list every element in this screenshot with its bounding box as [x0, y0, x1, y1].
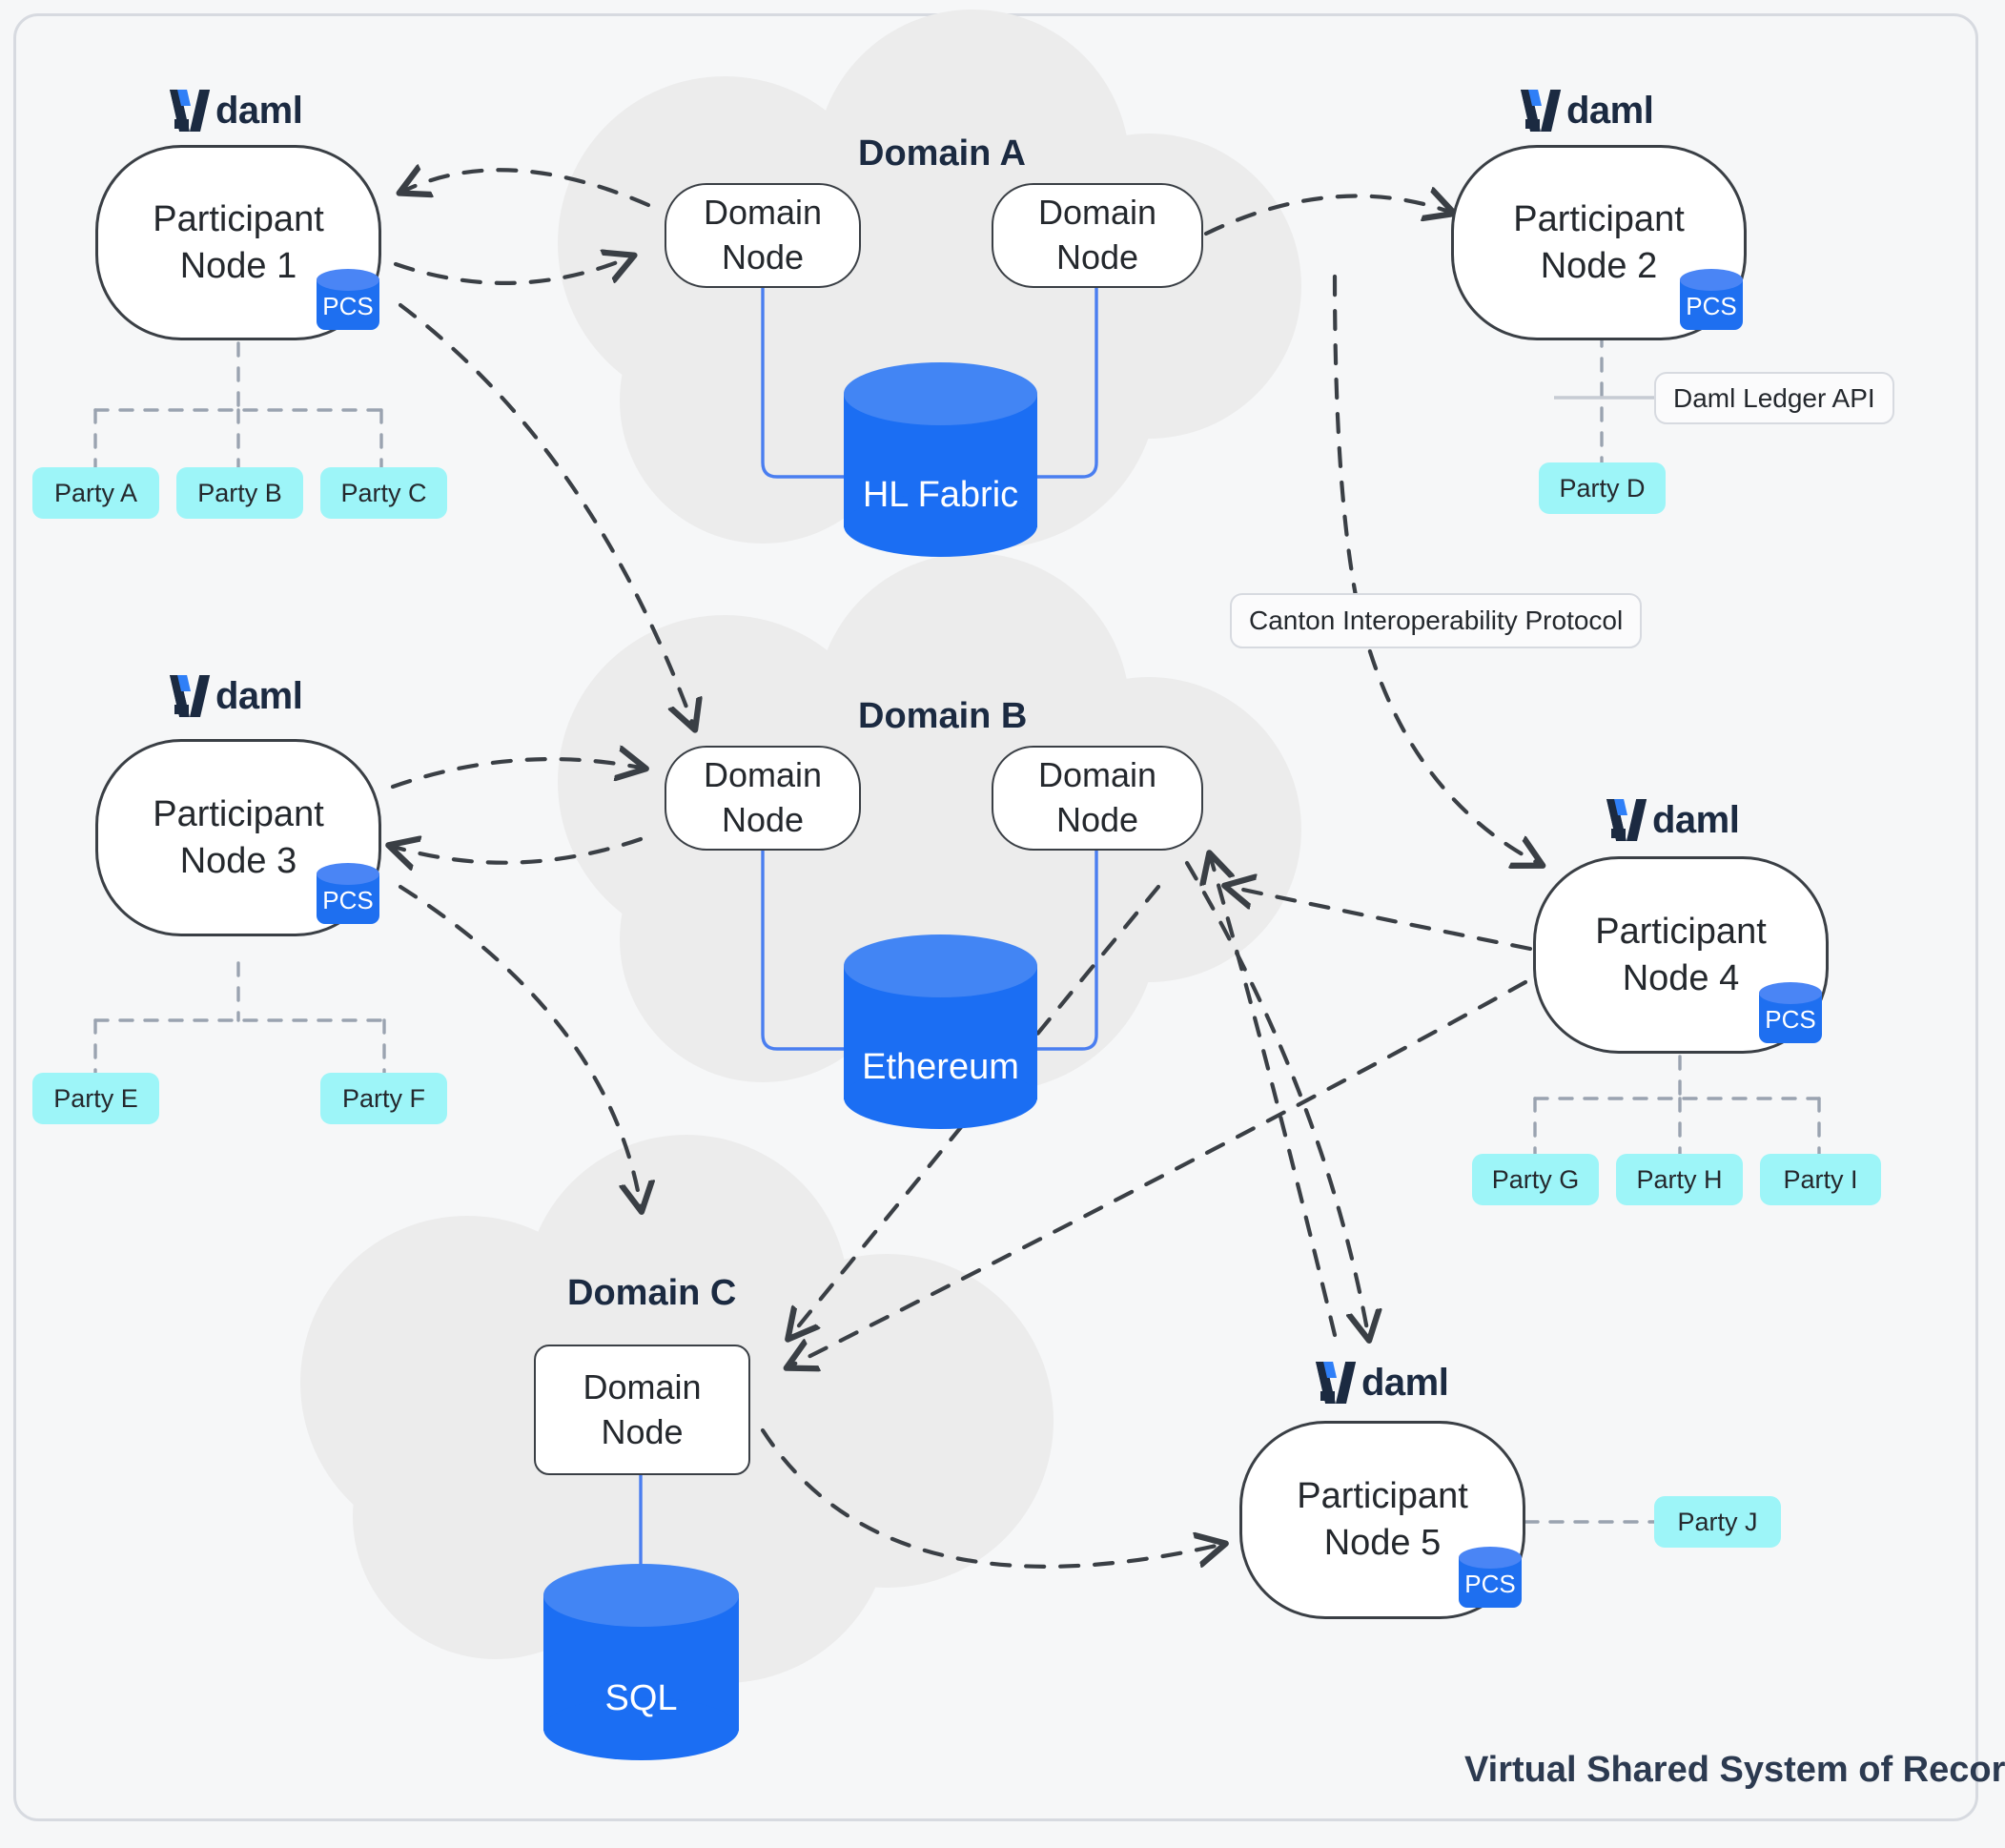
- participant-node-5[interactable]: Participant Node 5: [1239, 1421, 1525, 1619]
- party-chip-h[interactable]: Party H: [1616, 1154, 1743, 1205]
- ledger-cylinder-ethereum: Ethereum: [844, 934, 1037, 1130]
- domain-a-node-2[interactable]: Domain Node: [992, 183, 1203, 288]
- ledger-label: HL Fabric: [862, 475, 1019, 515]
- domain-b-title: Domain B: [858, 696, 1028, 736]
- pcs-badge-pn3: PCS: [317, 863, 379, 930]
- daml-wordmark: daml: [1361, 1362, 1449, 1404]
- pcs-label: PCS: [1464, 1570, 1516, 1598]
- participant-node-4[interactable]: Participant Node 4: [1533, 856, 1829, 1054]
- callout-daml-ledger-api: Daml Ledger API: [1654, 372, 1894, 424]
- daml-logo-icon: [174, 675, 211, 717]
- daml-logo-icon: [1320, 1362, 1357, 1404]
- party-chip-a[interactable]: Party A: [32, 467, 159, 519]
- pcs-badge-pn2: PCS: [1680, 269, 1743, 336]
- daml-wordmark: daml: [1566, 90, 1654, 132]
- domain-node-label: Domain Node: [1037, 755, 1157, 839]
- pcs-label: PCS: [322, 292, 374, 320]
- ledger-label: SQL: [604, 1678, 678, 1718]
- daml-logo-pn1: daml: [174, 90, 303, 132]
- pcs-badge-pn1: PCS: [317, 269, 379, 336]
- ledger-cylinder-sql: SQL: [543, 1564, 739, 1762]
- participant-node-label: Participant Node 4: [1595, 911, 1767, 998]
- domain-node-label: Domain Node: [703, 193, 823, 277]
- daml-logo-icon: [174, 90, 211, 132]
- domain-c-node-1[interactable]: Domain Node: [534, 1345, 750, 1475]
- daml-wordmark: daml: [215, 675, 303, 717]
- domain-b-node-1[interactable]: Domain Node: [665, 746, 861, 851]
- daml-logo-icon: [1525, 90, 1562, 132]
- daml-logo-pn5: daml: [1320, 1362, 1449, 1404]
- ledger-cylinder-hl-fabric: HL Fabric: [844, 362, 1037, 558]
- callout-canton-interoperability-protocol: Canton Interoperability Protocol: [1230, 593, 1643, 648]
- daml-wordmark: daml: [1652, 799, 1740, 841]
- party-chip-f[interactable]: Party F: [320, 1073, 447, 1124]
- daml-logo-pn4: daml: [1611, 799, 1740, 841]
- pcs-label: PCS: [322, 886, 374, 914]
- pcs-badge-pn4: PCS: [1759, 982, 1822, 1049]
- participant-node-label: Participant Node 1: [153, 198, 324, 286]
- domain-node-label: Domain Node: [703, 755, 823, 839]
- party-chip-i[interactable]: Party I: [1760, 1154, 1881, 1205]
- party-chip-j[interactable]: Party J: [1654, 1496, 1781, 1548]
- cylinder-top: [844, 934, 1037, 997]
- domain-c-title: Domain C: [567, 1273, 737, 1313]
- daml-logo-pn2: daml: [1525, 90, 1654, 132]
- party-chip-d[interactable]: Party D: [1539, 462, 1666, 514]
- participant-node-label: Participant Node 2: [1513, 198, 1685, 286]
- party-chip-e[interactable]: Party E: [32, 1073, 159, 1124]
- pcs-label: PCS: [1765, 1005, 1816, 1034]
- participant-node-label: Participant Node 5: [1297, 1476, 1468, 1563]
- domain-a-node-1[interactable]: Domain Node: [665, 183, 861, 288]
- participant-node-label: Participant Node 3: [153, 793, 324, 881]
- cylinder-top: [543, 1564, 739, 1627]
- pcs-label: PCS: [1686, 292, 1737, 320]
- domain-node-label: Domain Node: [1037, 193, 1157, 277]
- domain-node-label: Domain Node: [583, 1366, 702, 1451]
- ledger-label: Ethereum: [862, 1047, 1019, 1087]
- daml-logo-pn3: daml: [174, 675, 303, 717]
- domain-a-title: Domain A: [858, 133, 1026, 174]
- pcs-badge-pn5: PCS: [1459, 1547, 1522, 1613]
- cylinder-top: [844, 362, 1037, 425]
- diagram-caption: Virtual Shared System of Record: [1464, 1750, 2005, 1790]
- party-chip-c[interactable]: Party C: [320, 467, 447, 519]
- cylinder-bottom: [543, 1697, 739, 1760]
- party-chip-b[interactable]: Party B: [176, 467, 303, 519]
- domain-b-node-2[interactable]: Domain Node: [992, 746, 1203, 851]
- party-chip-g[interactable]: Party G: [1472, 1154, 1599, 1205]
- daml-wordmark: daml: [215, 90, 303, 132]
- daml-logo-icon: [1611, 799, 1647, 841]
